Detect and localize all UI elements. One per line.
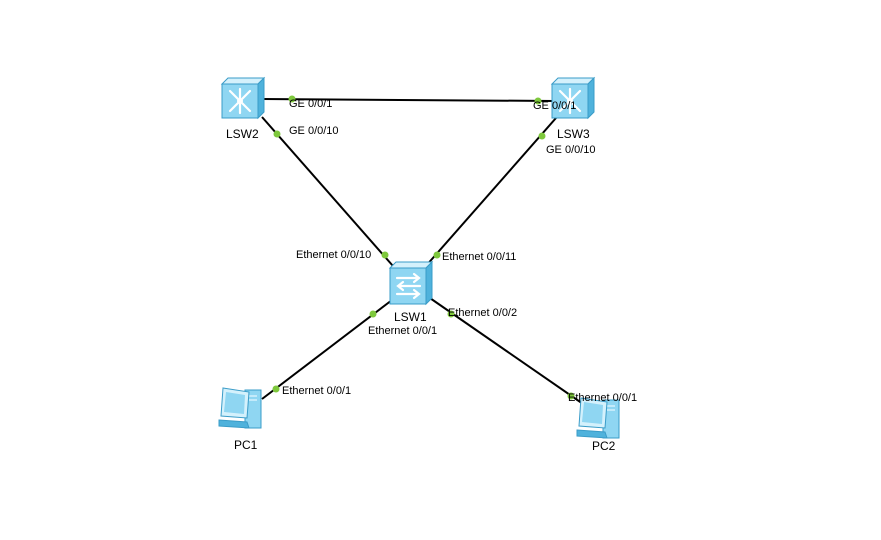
port-label-pc1-eth001: Ethernet 0/0/1	[282, 385, 352, 397]
port-dot-lsw1-eth0010[interactable]	[381, 251, 389, 259]
port-dot-pc2-eth001[interactable]	[567, 392, 575, 400]
core-switch-icon[interactable]	[550, 76, 596, 120]
port-dot-lsw2-ge001[interactable]	[288, 95, 296, 103]
port-dot-lsw3-ge0010[interactable]	[538, 132, 546, 140]
core-switch-icon[interactable]	[220, 76, 266, 120]
port-dots	[272, 95, 575, 400]
link-lsw2-lsw3[interactable]	[261, 98, 555, 102]
port-label-lsw1-eth002: Ethernet 0/0/2	[448, 307, 518, 319]
port-dot-lsw3-ge001[interactable]	[534, 97, 542, 105]
pc-icon[interactable]	[218, 387, 262, 429]
port-dot-lsw1-eth001[interactable]	[369, 310, 377, 318]
device-label-lsw3: LSW3	[557, 127, 590, 141]
link-lsw2-lsw1[interactable]	[261, 116, 394, 267]
device-label-pc2: PC2	[592, 439, 616, 453]
port-label-lsw3-ge0010: GE 0/0/10	[546, 144, 596, 156]
device-label-lsw2: LSW2	[226, 127, 259, 141]
port-label-lsw2-ge0010: GE 0/0/10	[289, 125, 339, 137]
port-label-lsw3-ge001: GE 0/0/1	[533, 100, 577, 112]
access-switch-icon[interactable]	[388, 260, 434, 306]
device-label-lsw1: LSW1	[394, 310, 427, 324]
port-dot-lsw1-eth0011[interactable]	[433, 251, 441, 259]
port-dot-lsw1-eth002[interactable]	[447, 310, 455, 318]
port-dot-lsw2-ge0010[interactable]	[273, 130, 281, 138]
pc-icon[interactable]	[576, 397, 620, 439]
port-dot-pc1-eth001[interactable]	[272, 385, 280, 393]
port-label-lsw2-ge001: GE 0/0/1	[289, 98, 333, 110]
port-label-lsw1-eth0010: Ethernet 0/0/10	[296, 249, 372, 261]
device-label-pc1: PC1	[234, 438, 258, 452]
port-label-pc2-eth001: Ethernet 0/0/1	[568, 392, 638, 404]
port-label-lsw1-eth001: Ethernet 0/0/1	[368, 325, 438, 337]
link-lsw3-lsw1[interactable]	[424, 117, 557, 268]
port-label-lsw1-eth0011: Ethernet 0/0/11	[442, 251, 517, 263]
